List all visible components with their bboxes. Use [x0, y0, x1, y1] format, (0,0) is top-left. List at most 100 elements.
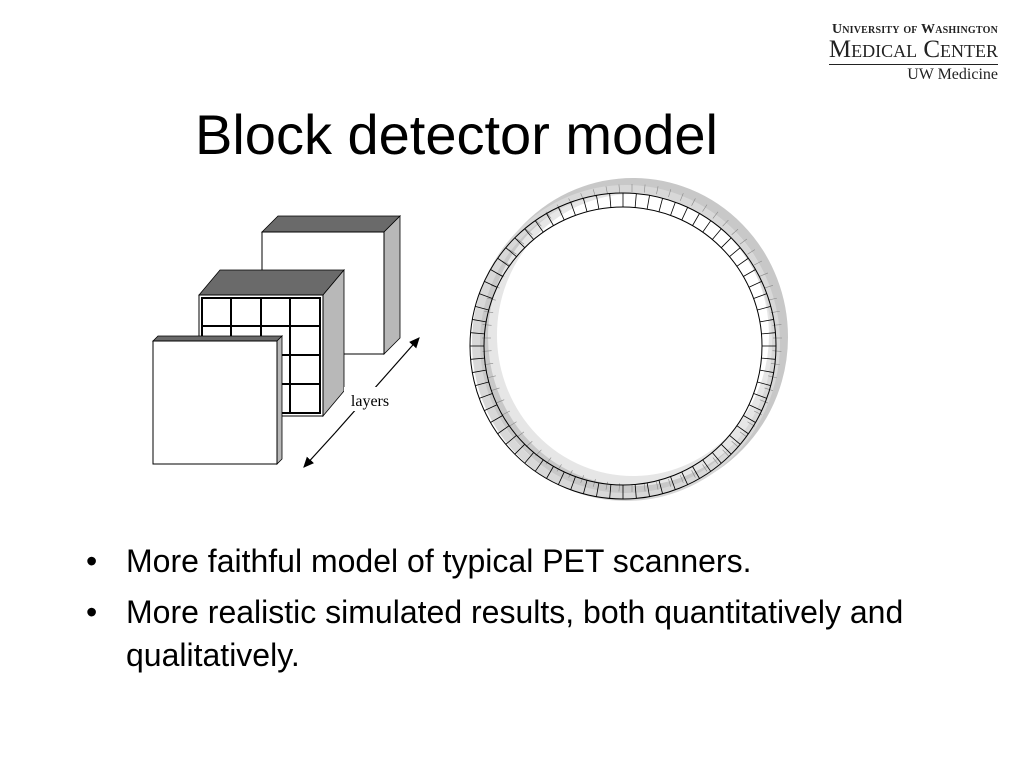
ring-back-segment-divider [702, 204, 708, 212]
bullet-item: • More faithful model of typical PET sca… [86, 540, 966, 583]
ring-segment-divider [729, 247, 741, 257]
bullet-item: • More realistic simulated results, both… [86, 591, 966, 677]
ring-back-segment-divider [592, 478, 596, 487]
logo-uw-medicine-line: UW Medicine [907, 66, 998, 83]
ring-segment-divider [658, 198, 663, 212]
ring-segment-divider [596, 195, 600, 210]
ring-back-segment-divider [722, 449, 729, 457]
bullet-dot: • [86, 543, 98, 579]
ring-back-segment-divider [482, 324, 492, 326]
ring-segment-divider [596, 482, 600, 497]
detector-layer-front [152, 335, 283, 465]
ring-segment-divider [524, 228, 534, 240]
ring-back-segment-divider [668, 189, 672, 198]
ring-segment-divider [702, 220, 712, 233]
ring-segment-divider [497, 425, 510, 435]
ring-back-segment-divider [556, 464, 562, 472]
ring-back-segment-divider [702, 464, 708, 472]
ring-segment-divider [497, 257, 510, 267]
ring-segment-divider [670, 476, 676, 490]
ring-back-segment-divider [516, 238, 525, 245]
ring-segment-divider [757, 306, 771, 311]
ring-back-segment-divider [656, 481, 659, 490]
ring-segment-divider [634, 193, 637, 208]
ring-back-segment-divider [772, 350, 782, 352]
logo-medical-center-line: Medical Center [828, 36, 998, 65]
ring-segment-divider [557, 207, 565, 221]
ring-back-segment-divider [759, 399, 769, 404]
ring-back-segment-divider [605, 481, 608, 490]
ring-back-segment-divider [618, 184, 621, 193]
ring-back-segment-divider [495, 399, 505, 404]
ring-back-segment-divider [739, 431, 748, 438]
ring-segment-divider [570, 202, 576, 216]
ring-segment-divider [570, 476, 576, 490]
ring-segment-divider [490, 269, 503, 277]
ring-segment-divider [475, 381, 489, 386]
layers-arrow [334, 337, 420, 434]
ring-segment-divider [490, 415, 503, 423]
ring-back-segment-divider [764, 387, 774, 391]
ring-segment-divider [484, 280, 498, 288]
ring-segment-divider [681, 207, 689, 221]
ring-segment-divider [743, 269, 756, 277]
ring-back-segment-divider [668, 478, 672, 487]
ring-segment-divider [524, 452, 534, 464]
ring-back-segment-divider [691, 198, 696, 206]
ring-back-segment-divider [731, 441, 739, 448]
ring-back-segment-divider [508, 421, 517, 427]
ring-back-segment-divider [556, 204, 562, 212]
ring-segment-divider [646, 482, 650, 497]
layers-label: layers [351, 393, 389, 410]
ring-segment-divider [514, 237, 525, 248]
ring-back-segment-divider [508, 249, 517, 255]
ring-segment-divider [583, 198, 588, 212]
ring-segment-divider [670, 202, 676, 216]
ring-segment-divider [761, 357, 776, 360]
ring-back-segment-divider [525, 228, 533, 235]
ring-back-segment-divider [753, 410, 763, 416]
ring-back-segment-divider [679, 475, 684, 483]
ring-segment-divider [634, 484, 637, 499]
ring-segment-divider [470, 332, 485, 335]
ring-back-segment-divider [759, 272, 769, 277]
ring-segment-divider [702, 459, 712, 472]
ring-segment-divider [753, 393, 767, 399]
ring-segment-divider [514, 444, 525, 455]
ring-segment-divider [681, 471, 689, 485]
ring-back-segment-divider [487, 375, 496, 379]
ring-back-segment-divider [679, 193, 684, 201]
ring-segment-divider [479, 393, 493, 399]
ring-segment-divider [748, 404, 762, 412]
ring-back-segment-divider [764, 285, 774, 289]
ring-back-segment-divider [487, 297, 496, 301]
ring-segment-divider [534, 220, 544, 233]
ring-back-segment-divider [501, 260, 511, 266]
ring-segment-divider [609, 193, 612, 208]
ring-back-segment-divider [643, 483, 646, 492]
ring-segment-divider [505, 247, 517, 257]
ring-segment-divider [583, 480, 588, 494]
ring-segment-divider [712, 452, 722, 464]
ring-segment-divider [472, 319, 487, 323]
ring-back-segment-divider [739, 238, 748, 245]
ring-segment-divider [759, 369, 774, 373]
ring-segment-divider [546, 466, 554, 479]
ring-back-segment-divider [580, 193, 585, 201]
logo-university-line: University of Washington [831, 22, 998, 37]
ring-back-segment-divider [772, 324, 782, 326]
ring-back-segment-divider [722, 219, 729, 227]
ring-back-segment-divider [484, 363, 494, 366]
ring-segment-divider [761, 332, 776, 335]
ring-back-segment-divider [568, 470, 573, 478]
ring-back-segment-divider [605, 186, 608, 195]
ring-segment-divider [753, 293, 767, 299]
ring-segment-divider [470, 357, 485, 360]
ring-segment-divider [712, 228, 722, 240]
ring-segment-divider [658, 480, 663, 494]
ring-segment-divider [505, 435, 517, 445]
ring-segment-divider [736, 257, 749, 267]
ring-back-segment-divider [753, 260, 763, 266]
ring-back-segment-divider [490, 387, 500, 391]
